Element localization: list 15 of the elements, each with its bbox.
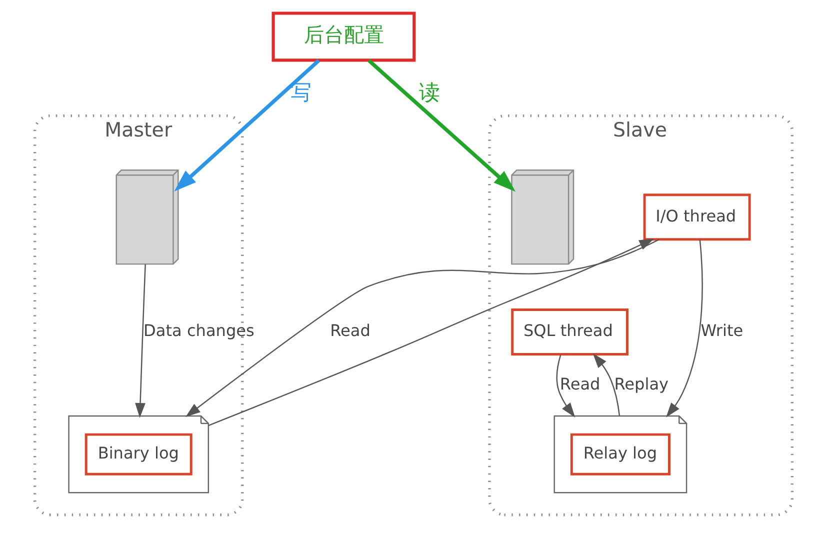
arrow [592,353,620,416]
edge-label: 读 [419,80,440,104]
node-box: 后台配置 [272,12,416,62]
arrow [174,59,320,192]
edge-label: Read [560,374,600,394]
arrow [135,264,146,418]
edge-label: Replay [614,374,669,394]
arrow [368,59,516,192]
edge-label: Data changes [144,321,254,340]
node-box: I/O thread [643,194,751,241]
node-box: SQL thread [511,308,628,356]
edge-label: Write [700,321,744,340]
edge-label: Read [330,321,370,340]
arrow [666,240,703,418]
arrow [556,354,576,418]
